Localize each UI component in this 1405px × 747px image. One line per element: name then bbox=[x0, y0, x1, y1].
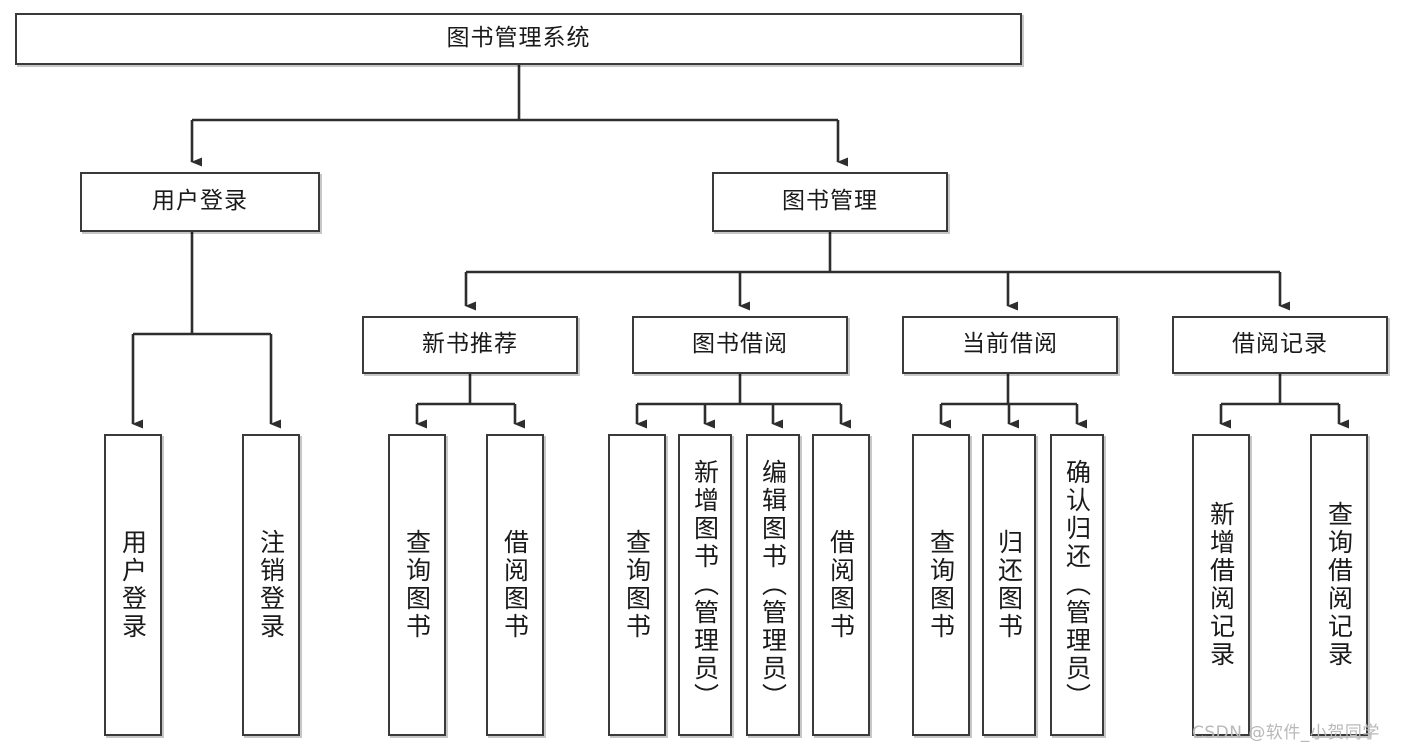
leaf-logout[interactable]: 注销登录 bbox=[242, 434, 300, 736]
node-current-borrow-label: 当前借阅 bbox=[962, 331, 1058, 358]
node-book-borrow[interactable]: 图书借阅 bbox=[632, 316, 848, 374]
leaf-query-book-borrow[interactable]: 查询图书 bbox=[608, 434, 666, 736]
node-current-borrow[interactable]: 当前借阅 bbox=[902, 316, 1118, 374]
leaf-query-book-current[interactable]: 查询图书 bbox=[912, 434, 970, 736]
leaf-confirm-return-admin[interactable]: 确认归还（管理员） bbox=[1050, 434, 1104, 736]
leaf-query-book-recommend-label: 查询图书 bbox=[402, 529, 432, 641]
leaf-return-book-label: 归还图书 bbox=[994, 529, 1024, 641]
leaf-borrow-book[interactable]: 借阅图书 bbox=[812, 434, 870, 736]
node-user-login-label: 用户登录 bbox=[152, 188, 248, 215]
leaf-borrow-book-recommend[interactable]: 借阅图书 bbox=[486, 434, 544, 736]
leaf-query-borrow-record[interactable]: 查询借阅记录 bbox=[1310, 434, 1368, 736]
leaf-user-login[interactable]: 用户登录 bbox=[104, 434, 162, 736]
leaf-query-book-recommend[interactable]: 查询图书 bbox=[388, 434, 446, 736]
leaf-logout-label: 注销登录 bbox=[256, 529, 286, 641]
leaf-edit-book-admin[interactable]: 编辑图书（管理员） bbox=[746, 434, 800, 736]
leaf-add-borrow-record[interactable]: 新增借阅记录 bbox=[1192, 434, 1250, 736]
leaf-add-borrow-record-label: 新增借阅记录 bbox=[1206, 501, 1236, 669]
node-new-book-recommend-label: 新书推荐 bbox=[422, 331, 518, 358]
leaf-confirm-return-admin-label: 确认归还（管理员） bbox=[1062, 459, 1092, 711]
leaf-user-login-label: 用户登录 bbox=[118, 529, 148, 641]
node-book-management[interactable]: 图书管理 bbox=[712, 172, 948, 232]
node-borrow-record-label: 借阅记录 bbox=[1232, 331, 1328, 358]
node-new-book-recommend[interactable]: 新书推荐 bbox=[362, 316, 578, 374]
leaf-borrow-book-label: 借阅图书 bbox=[826, 529, 856, 641]
node-root[interactable]: 图书管理系统 bbox=[15, 13, 1022, 65]
node-root-label: 图书管理系统 bbox=[446, 25, 591, 52]
leaf-query-book-borrow-label: 查询图书 bbox=[622, 529, 652, 641]
leaf-query-book-current-label: 查询图书 bbox=[926, 529, 956, 641]
node-book-management-label: 图书管理 bbox=[782, 188, 878, 215]
node-book-borrow-label: 图书借阅 bbox=[692, 331, 788, 358]
leaf-add-book-admin-label: 新增图书（管理员） bbox=[690, 459, 720, 711]
node-borrow-record[interactable]: 借阅记录 bbox=[1172, 316, 1388, 374]
leaf-query-borrow-record-label: 查询借阅记录 bbox=[1324, 501, 1354, 669]
leaf-borrow-book-recommend-label: 借阅图书 bbox=[500, 529, 530, 641]
leaf-return-book[interactable]: 归还图书 bbox=[982, 434, 1036, 736]
node-user-login[interactable]: 用户登录 bbox=[80, 172, 320, 232]
leaf-add-book-admin[interactable]: 新增图书（管理员） bbox=[678, 434, 732, 736]
leaf-edit-book-admin-label: 编辑图书（管理员） bbox=[758, 459, 788, 711]
